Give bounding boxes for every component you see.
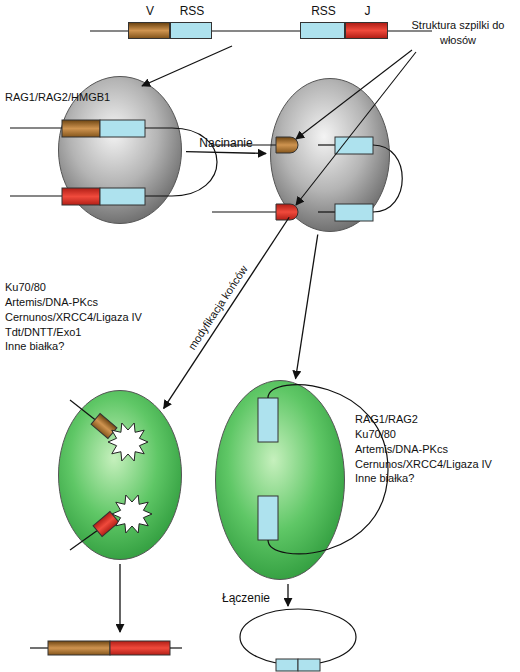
rag-complex: RAG1/RAG2/HMGB1 [58,76,182,224]
process-arrow [287,584,288,606]
text-group: RSS [291,3,356,19]
rss-segment: RSS [300,22,345,39]
coding-joint [30,641,182,655]
dna-line [30,647,48,648]
v-segment [48,641,110,655]
protein-label: Ku70/80 [355,427,517,442]
v-segment [62,120,100,137]
j-segment [110,641,170,655]
rss-segment [276,659,298,671]
segment-label: RSS [291,3,356,19]
protein-label: Cernunos/XRCC4/Ligaza IV [355,457,517,472]
dna-line [170,647,182,648]
text-group: V [119,3,181,19]
protein-label: Struktura szpilki do włosów [402,18,514,48]
cleaved-complex: Struktura szpilki do włosów [270,78,390,232]
rss-segment: RSS [170,22,212,39]
signal-end-strands [258,385,388,554]
protein-label: Artemis/DNA-PKcs [5,295,165,310]
dna-line [70,400,98,422]
dna-line [212,144,276,145]
segment-label: J [336,3,399,19]
j-segment: J [345,22,388,39]
text-group: RAG1/RAG2/HMGB1 [5,90,125,105]
dna-loop [145,128,217,196]
coding-end [93,512,119,537]
signal-joint-circle [240,609,356,671]
ellipse-outline [58,390,182,560]
dna-line [388,30,432,31]
end-processing-complex: Ku70/80Artemis/DNA-PKcsCernunos/XRCC4/Li… [58,390,182,560]
dna-line [212,211,276,212]
segment-label: V [119,3,181,19]
processing-burst [108,423,148,461]
process-arrow [119,564,120,632]
text-group: Struktura szpilki do włosów [402,18,514,48]
process-arrow [142,46,232,86]
protein-label: Artemis/DNA-PKcs [355,442,517,457]
protein-label: RAG1/RAG2/HMGB1 [5,90,125,105]
rss-segment [335,137,373,154]
v-segment: V [128,22,170,39]
dna-line [70,530,98,550]
process-arrow [296,234,318,378]
protein-label: Inne białka? [355,471,517,486]
dna-strand [90,30,432,31]
cleaved-complex-strands [212,137,402,221]
hairpin-end [276,204,298,220]
dna-loop [373,145,402,212]
end-processing-strands [70,400,152,550]
protein-label: Inne białka? [5,339,165,354]
text-group: J [336,3,399,19]
rss-segment [258,496,278,540]
dna-line [318,144,335,145]
rss-segment [258,398,278,442]
dna-loop [268,385,388,554]
text-group: RSS [161,3,223,19]
process-arrow [186,152,266,154]
dna-circle [240,609,356,665]
complex-ellipse [59,391,182,560]
processing-burst [112,495,152,533]
rss-segment [100,120,145,137]
dna-line [10,195,62,196]
rss-segment [298,659,320,671]
protein-label: Cernunos/XRCC4/Ligaza IV [5,310,165,325]
process-arrow [164,217,289,408]
text-group: RAG1/RAG2Ku70/80Artemis/DNA-PKcsCernunos… [355,412,517,486]
text-group: Ku70/80Artemis/DNA-PKcsCernunos/XRCC4/Li… [5,280,165,354]
synaptic-complex-strands [10,120,217,205]
protein-label: Ku70/80 [5,280,165,295]
coding-end [91,414,117,439]
dna-line [90,30,128,31]
protein-label: RAG1/RAG2 [355,412,517,427]
segment-label: RSS [161,3,223,19]
dna-line [10,127,62,128]
protein-label: Tdt/DNTT/Exo1 [5,325,165,340]
complex-ellipse [271,79,390,232]
rss-segment [100,188,145,205]
dna-line [318,211,335,212]
signal-joint-complex: RAG1/RAG2Ku70/80Artemis/DNA-PKcsCernunos… [215,380,345,580]
step-label: Łączenie [222,591,270,605]
dna-line [212,30,300,31]
callout-arrows [296,50,416,205]
ellipse-outline [270,78,390,232]
edge-label: Nacinanie [199,136,252,150]
complex-ellipse [216,381,345,580]
leader-arrow [296,50,412,139]
edge-label: modyfikacja końców [186,263,250,352]
leader-arrow [296,52,416,205]
ellipse-outline [215,380,345,580]
j-segment [62,188,100,205]
hairpin-end [276,137,298,153]
rss-segment [335,204,373,221]
